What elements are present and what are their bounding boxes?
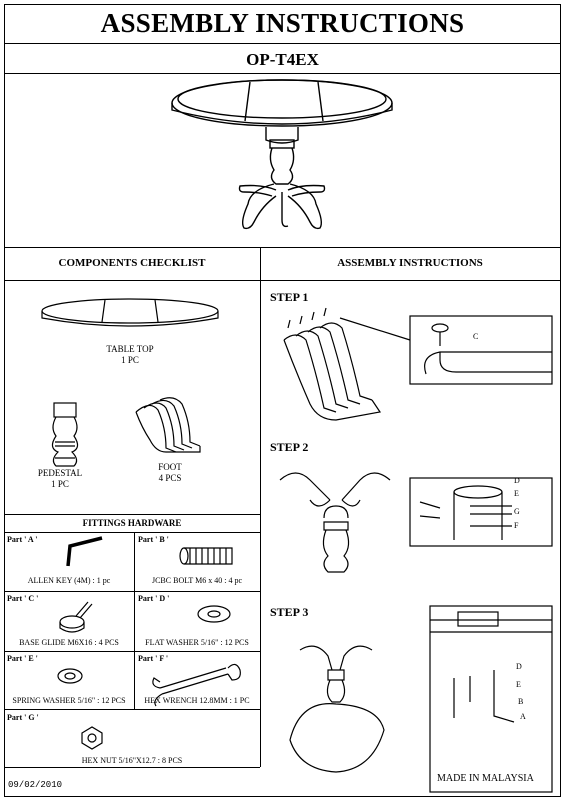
divider	[4, 532, 260, 533]
part-b-label: Part ' B '	[138, 535, 169, 544]
part-d-label: Part ' D '	[138, 594, 170, 603]
bolt-icon	[179, 547, 233, 565]
part-a-label: Part ' A '	[7, 535, 38, 544]
document-title: ASSEMBLY INSTRUCTIONS	[100, 8, 465, 38]
step-3-callout-e: E	[516, 680, 521, 689]
divider	[4, 767, 260, 768]
step-3-callout-d: D	[516, 662, 522, 671]
part-d-desc: FLAT WASHER 5/16" : 12 PCS	[145, 638, 249, 647]
divider	[4, 651, 260, 652]
step-2-callout-e: E	[514, 489, 519, 498]
table-illustration	[171, 79, 393, 230]
document-date: 09/02/2010	[8, 780, 63, 790]
flat-washer-icon	[197, 605, 231, 623]
step-2-callout-g: G	[514, 507, 520, 516]
base-glide-icon	[59, 601, 93, 633]
divider	[4, 709, 260, 710]
part-f-label: Part ' F '	[138, 654, 169, 663]
hex-nut-icon	[81, 726, 103, 750]
spring-washer-icon	[57, 668, 83, 684]
document-frame	[4, 4, 561, 797]
origin-label: MADE IN MALAYSIA	[437, 773, 534, 784]
step-1-callout-c: C	[473, 332, 479, 341]
divider	[4, 280, 561, 281]
step-2-callout-f: F	[514, 521, 519, 530]
step-3-title: STEP 3	[270, 605, 309, 619]
part-e-desc: SPRING WASHER 5/16" : 12 PCS	[12, 696, 126, 705]
part-f-desc: HEX WRENCH 12.8MM : 1 PC	[144, 696, 250, 705]
grid-divider	[134, 532, 135, 709]
step-2-callout-d: D	[514, 476, 520, 485]
part-b-desc: JCBC BOLT M6 x 40 : 4 pc	[151, 576, 242, 585]
part-c-desc: BASE GLIDE M6X16 : 4 PCS	[19, 638, 119, 647]
checklist-heading: COMPONENTS CHECKLIST	[58, 257, 206, 269]
step-1-title: STEP 1	[270, 290, 309, 304]
allen-key-icon	[66, 536, 103, 567]
part-c-label: Part ' C '	[7, 594, 39, 603]
part-e-label: Part ' E '	[7, 654, 38, 663]
column-divider	[260, 247, 261, 767]
part-a-desc: ALLEN KEY (4M) : 1 pc	[27, 576, 111, 585]
divider	[4, 591, 260, 592]
part-g-desc: HEX NUT 5/16"X12.7 : 8 PCS	[81, 756, 183, 765]
instructions-heading: ASSEMBLY INSTRUCTIONS	[337, 257, 483, 269]
hex-wrench-icon	[152, 663, 241, 707]
step-3-callout-a: A	[520, 712, 526, 721]
model-number: OP-T4EX	[246, 50, 319, 69]
divider	[4, 73, 561, 74]
divider	[4, 514, 260, 515]
divider	[4, 247, 561, 248]
hardware-heading: FITTINGS HARDWARE	[82, 518, 182, 528]
divider	[4, 43, 561, 44]
part-g-label: Part ' G '	[7, 713, 39, 722]
step-3-callout-b: B	[518, 697, 524, 706]
step-2-title: STEP 2	[270, 440, 309, 454]
